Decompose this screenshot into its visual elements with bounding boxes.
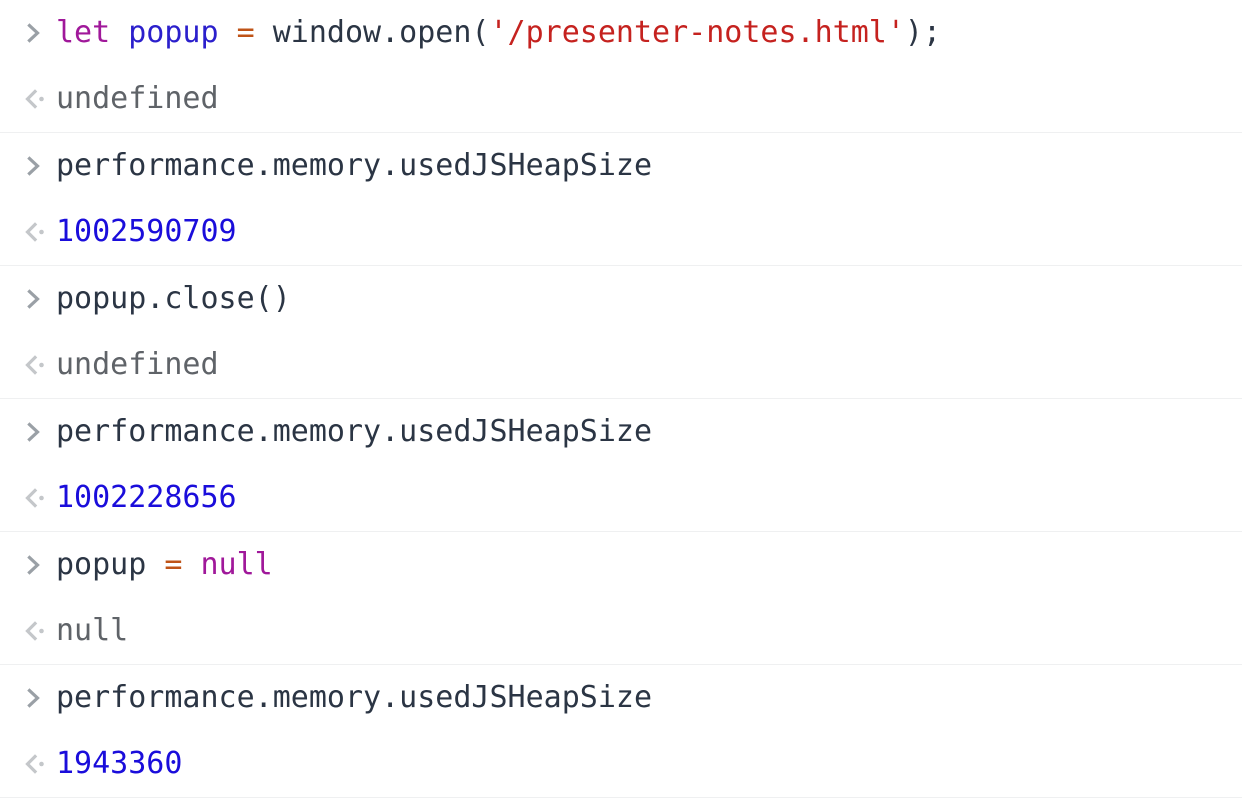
- console-result-value: 1002228656: [56, 480, 237, 515]
- console-result-value: 1002590709: [56, 214, 237, 249]
- console-input-code: popup = null: [56, 548, 273, 582]
- console-result-row[interactable]: undefined: [0, 66, 1242, 132]
- code-token: );: [904, 15, 942, 50]
- console-result-value: null: [56, 613, 129, 648]
- chevron-left-dot-icon: [22, 731, 56, 797]
- code-token: let: [56, 15, 111, 50]
- console-input-row[interactable]: popup.close(): [0, 266, 1242, 332]
- code-token: [110, 15, 128, 50]
- console-result-value: undefined: [56, 347, 219, 382]
- console-entry-group: let popup = window.open('/presenter-note…: [0, 0, 1242, 133]
- code-token: performance.memory.usedJSHeapSize: [56, 148, 653, 183]
- code-token: popup: [56, 547, 147, 582]
- code-token: =: [164, 547, 183, 582]
- console-result-row[interactable]: 1002228656: [0, 465, 1242, 531]
- code-token: null: [200, 547, 273, 582]
- code-token: popup.close(): [56, 281, 291, 316]
- chevron-right-icon: [22, 0, 56, 66]
- console-result-row[interactable]: 1002590709: [0, 199, 1242, 265]
- chevron-left-dot-icon: [22, 465, 56, 531]
- code-token: =: [236, 15, 255, 50]
- console-entry-group: performance.memory.usedJSHeapSize 1002590…: [0, 133, 1242, 266]
- code-token: [182, 547, 200, 582]
- code-token: performance.memory.usedJSHeapSize: [56, 414, 653, 449]
- chevron-right-icon: [22, 665, 56, 731]
- chevron-right-icon: [22, 399, 56, 465]
- chevron-left-dot-icon: [22, 66, 56, 132]
- console-result-row[interactable]: 1943360: [0, 731, 1242, 797]
- code-token: popup: [128, 15, 219, 50]
- console-input-code: performance.memory.usedJSHeapSize: [56, 149, 652, 183]
- console-input-row[interactable]: let popup = window.open('/presenter-note…: [0, 0, 1242, 66]
- console-result-value: 1943360: [56, 746, 183, 781]
- console-entry-group: performance.memory.usedJSHeapSize 1943360: [0, 665, 1242, 798]
- chevron-left-dot-icon: [22, 598, 56, 664]
- chevron-right-icon: [22, 532, 56, 598]
- console-input-row[interactable]: performance.memory.usedJSHeapSize: [0, 133, 1242, 199]
- chevron-left-dot-icon: [22, 332, 56, 398]
- console-input-code: popup.close(): [56, 282, 291, 316]
- code-token: '/presenter-notes.html': [489, 15, 905, 50]
- console-input-code: performance.memory.usedJSHeapSize: [56, 681, 652, 715]
- chevron-left-dot-icon: [22, 199, 56, 265]
- console-result-row[interactable]: undefined: [0, 332, 1242, 398]
- console-entry-group: performance.memory.usedJSHeapSize 1002228…: [0, 399, 1242, 532]
- code-token: [219, 15, 237, 50]
- console-entry-group: popup.close() undefined: [0, 266, 1242, 399]
- console-input-row[interactable]: popup = null: [0, 532, 1242, 598]
- code-token: performance.memory.usedJSHeapSize: [56, 680, 653, 715]
- console-input-code: performance.memory.usedJSHeapSize: [56, 415, 652, 449]
- code-token: [146, 547, 164, 582]
- console-result-value: undefined: [56, 81, 219, 116]
- console-input-code: let popup = window.open('/presenter-note…: [56, 16, 941, 50]
- console-input-row[interactable]: performance.memory.usedJSHeapSize: [0, 665, 1242, 731]
- code-token: window.open(: [254, 15, 490, 50]
- chevron-right-icon: [22, 133, 56, 199]
- console-result-row[interactable]: null: [0, 598, 1242, 664]
- chevron-right-icon: [22, 266, 56, 332]
- console-input-row[interactable]: performance.memory.usedJSHeapSize: [0, 399, 1242, 465]
